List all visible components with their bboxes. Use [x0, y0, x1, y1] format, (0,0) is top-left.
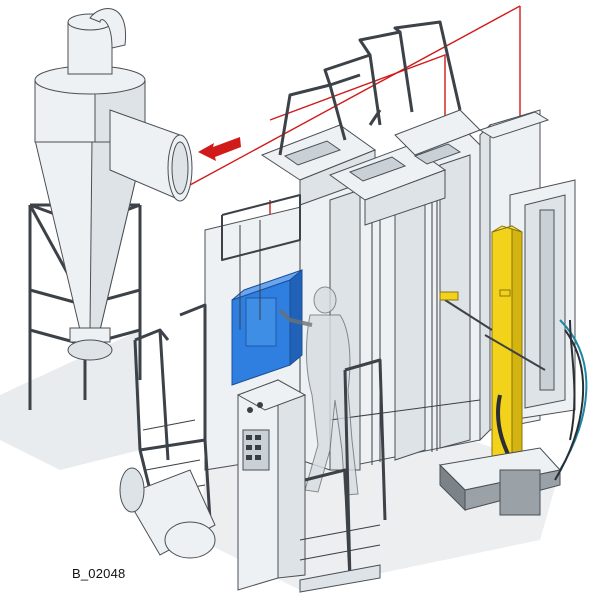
control-cabinet [236, 379, 307, 591]
operator-figure [278, 286, 359, 496]
cyclone-separator [28, 7, 193, 410]
filter-hoods [260, 109, 481, 226]
lifting-frames [278, 20, 462, 156]
front-access-stairs [299, 358, 387, 593]
figure-code-label: B_02048 [72, 566, 126, 581]
powder-hoses [554, 319, 588, 481]
exhaust-duct [119, 467, 216, 559]
gun-control-box [231, 268, 303, 386]
floor-shadow [0, 330, 140, 470]
booth-opening-frame [221, 194, 301, 330]
red-left-arrow-icon [198, 137, 241, 161]
booth-base [438, 447, 561, 516]
